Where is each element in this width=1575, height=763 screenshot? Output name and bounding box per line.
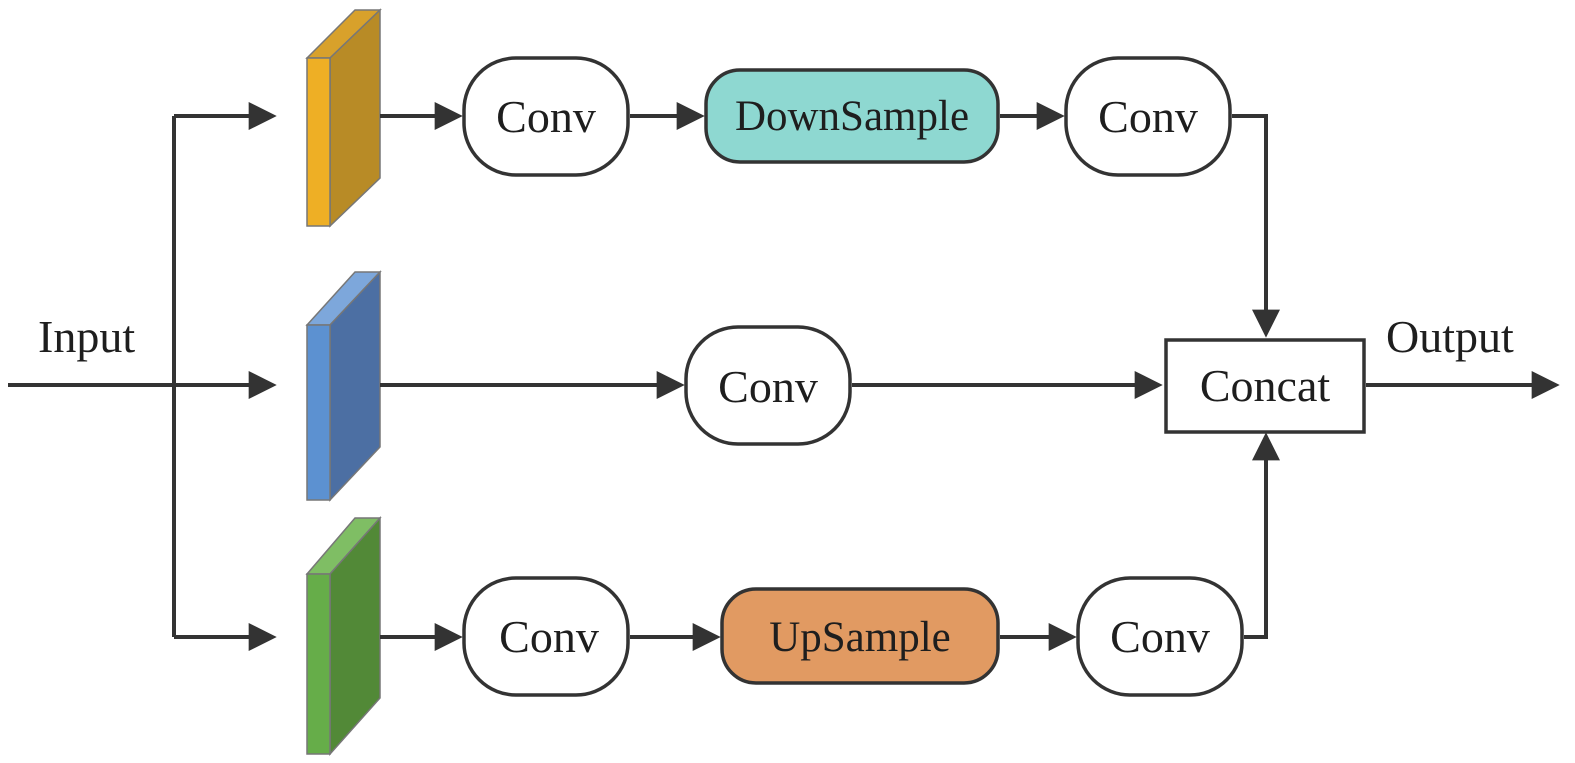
bottom-conv1-node: [462, 576, 630, 697]
top-conv2-node: [1064, 56, 1232, 177]
downsample-label: DownSample: [735, 93, 969, 140]
bottom-feature-block: [305, 516, 382, 756]
middle-feature-block-front: [306, 324, 331, 501]
downsample-node: [704, 68, 1000, 164]
bottom-feature-block-front: [306, 573, 331, 755]
concat-label: Concat: [1200, 360, 1331, 411]
top-conv2-label: Conv: [1098, 91, 1198, 142]
upsample-label: UpSample: [769, 614, 951, 661]
input-label: Input: [38, 311, 135, 362]
top-conv1-label: Conv: [496, 91, 596, 142]
top-feature-block: [305, 8, 382, 228]
bottom-conv2-to-concat: [1244, 432, 1280, 639]
top-conv2-to-concat: [1232, 114, 1280, 338]
upsample-node: [720, 587, 1000, 685]
middle-conv-node: [684, 325, 852, 446]
bottom-conv1-label: Conv: [499, 611, 599, 662]
middle-conv-label: Conv: [718, 361, 818, 412]
top-feature-block-front: [306, 57, 331, 227]
bottom-conv2-node: [1076, 576, 1244, 697]
output-label: Output: [1386, 311, 1514, 362]
middle-feature-block: [305, 270, 382, 502]
bottom-conv2-label: Conv: [1110, 611, 1210, 662]
concat-node: [1164, 338, 1366, 434]
top-conv1-node: [462, 56, 630, 177]
